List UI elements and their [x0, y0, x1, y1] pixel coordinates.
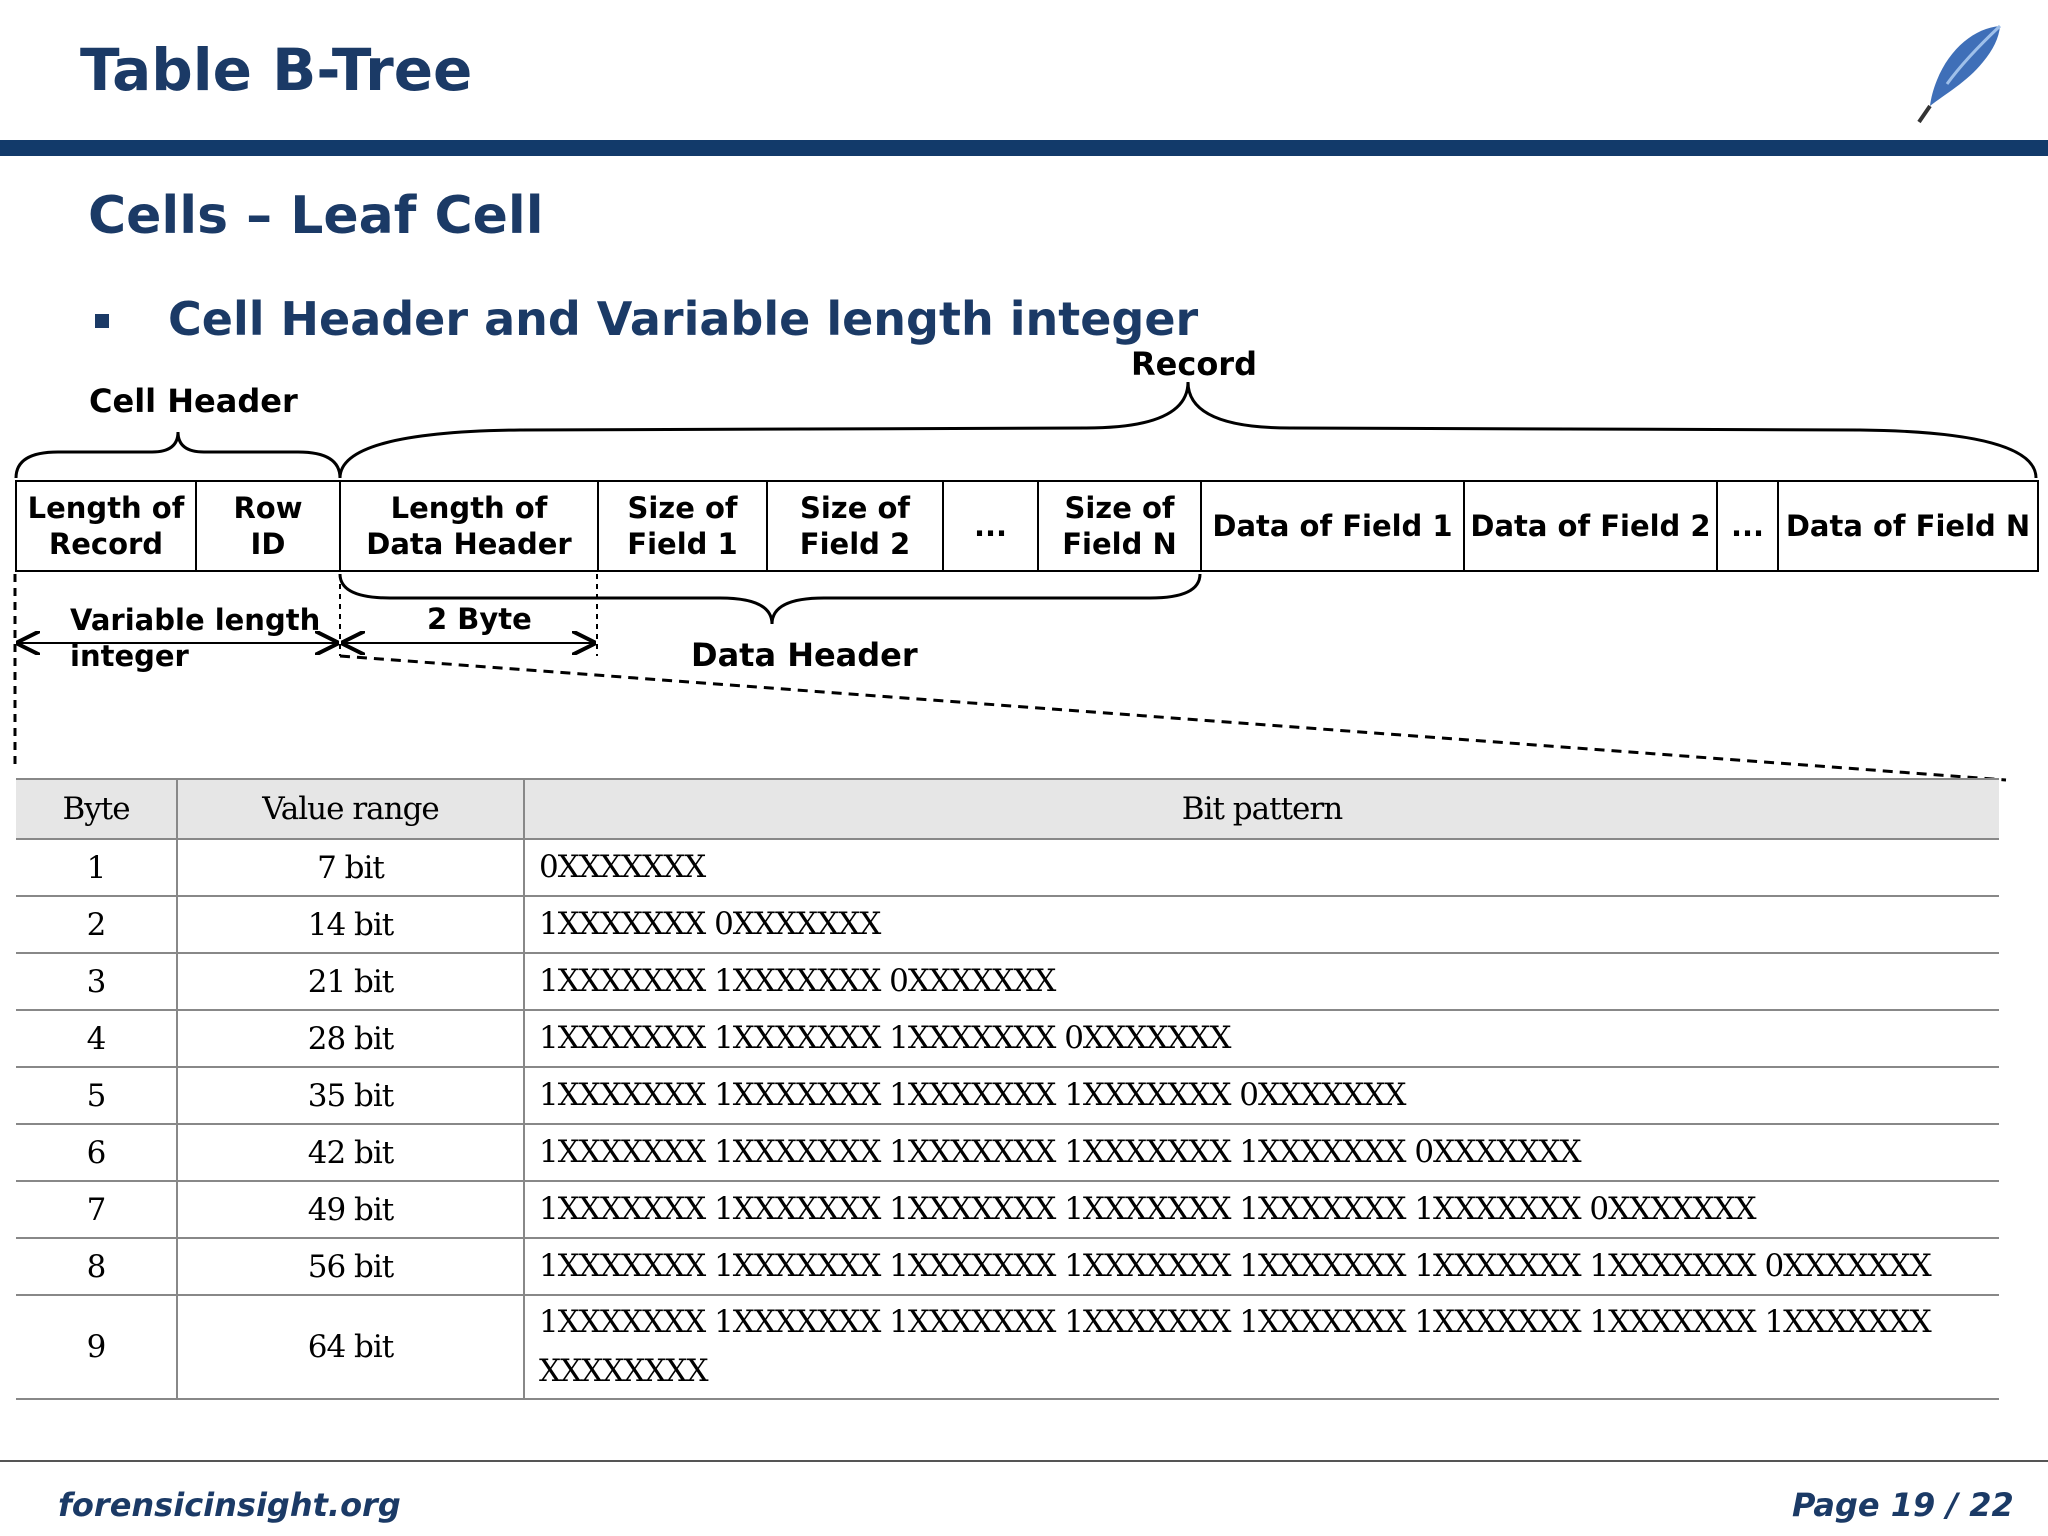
byte-cell: 1	[16, 839, 178, 897]
cell-size-of-field-2: Size of Field 2	[766, 480, 944, 572]
cell-length-of-data-header: Length of Data Header	[339, 480, 599, 572]
cell-row-id: Row ID	[195, 480, 341, 572]
section-heading: Cells – Leaf Cell	[88, 186, 544, 246]
data-header-label: Data Header	[691, 636, 918, 674]
value-range-cell: 7 bit	[177, 839, 525, 897]
bit-pattern-cell: 1XXXXXXX 1XXXXXXX 1XXXXXXX 1XXXXXXX 1XXX…	[524, 1295, 1999, 1400]
cell-ellipsis-data: ...	[1716, 480, 1779, 572]
bit-pattern-cell: 1XXXXXXX 1XXXXXXX 1XXXXXXX 1XXXXXXX 1XXX…	[524, 1124, 1999, 1182]
header-value-range: Value range	[177, 778, 525, 840]
bit-pattern-cell: 1XXXXXXX 0XXXXXXX	[524, 896, 1999, 954]
value-range-cell: 21 bit	[177, 953, 525, 1011]
byte-cell: 8	[16, 1238, 178, 1296]
bit-pattern-cell: 0XXXXXXX	[524, 839, 1999, 897]
cell-header-label: Cell Header	[89, 382, 298, 420]
bit-pattern-cell: 1XXXXXXX 1XXXXXXX 1XXXXXXX 0XXXXXXX	[524, 1010, 1999, 1068]
byte-cell: 9	[16, 1295, 178, 1400]
cell-size-of-field-n: Size of Field N	[1037, 480, 1202, 572]
byte-cell: 3	[16, 953, 178, 1011]
value-range-cell: 42 bit	[177, 1124, 525, 1182]
bit-pattern-cell: 1XXXXXXX 1XXXXXXX 1XXXXXXX 1XXXXXXX 1XXX…	[524, 1238, 1999, 1296]
cell-data-of-field-n: Data of Field N	[1777, 480, 2039, 572]
table-header-row: Byte Value range Bit pattern	[16, 778, 1999, 840]
bit-pattern-cell: 1XXXXXXX 1XXXXXXX 0XXXXXXX	[524, 953, 1999, 1011]
cell-data-of-field-2: Data of Field 2	[1463, 480, 1718, 572]
value-range-cell: 35 bit	[177, 1067, 525, 1125]
header-bit-pattern: Bit pattern	[524, 778, 1999, 840]
value-range-cell: 49 bit	[177, 1181, 525, 1239]
cell-size-of-field-1: Size of Field 1	[597, 480, 768, 572]
bit-pattern-cell: 1XXXXXXX 1XXXXXXX 1XXXXXXX 1XXXXXXX 1XXX…	[524, 1181, 1999, 1239]
record-brace	[338, 381, 2038, 479]
value-range-cell: 14 bit	[177, 896, 525, 954]
value-range-cell: 28 bit	[177, 1010, 525, 1068]
byte-cell: 7	[16, 1181, 178, 1239]
cell-ellipsis-sizes: ...	[942, 480, 1039, 572]
footer-divider	[0, 1460, 2048, 1462]
bit-pattern-cell: 1XXXXXXX 1XXXXXXX 1XXXXXXX 1XXXXXXX 0XXX…	[524, 1067, 1999, 1125]
page-number: Page 19 / 22	[1792, 1486, 2014, 1524]
cell-length-of-record: Length of Record	[15, 480, 197, 572]
page-title: Table B-Tree	[80, 36, 473, 104]
cell-header-brace	[14, 431, 342, 479]
byte-cell: 5	[16, 1067, 178, 1125]
byte-cell: 2	[16, 896, 178, 954]
value-range-cell: 64 bit	[177, 1295, 525, 1400]
bullet-text: Cell Header and Variable length integer	[168, 292, 1199, 346]
header-byte: Byte	[16, 778, 178, 840]
byte-cell: 4	[16, 1010, 178, 1068]
footer-site: forensicinsight.org	[58, 1486, 401, 1524]
title-divider	[0, 140, 2048, 156]
cell-data-of-field-1: Data of Field 1	[1200, 480, 1465, 572]
byte-cell: 6	[16, 1124, 178, 1182]
varint-label: Variable length integer	[70, 603, 321, 673]
record-label: Record	[1131, 345, 1257, 383]
feather-logo-icon	[1917, 24, 2002, 124]
bullet-square-icon	[95, 314, 109, 328]
two-byte-label: 2 Byte	[427, 602, 532, 636]
value-range-cell: 56 bit	[177, 1238, 525, 1296]
